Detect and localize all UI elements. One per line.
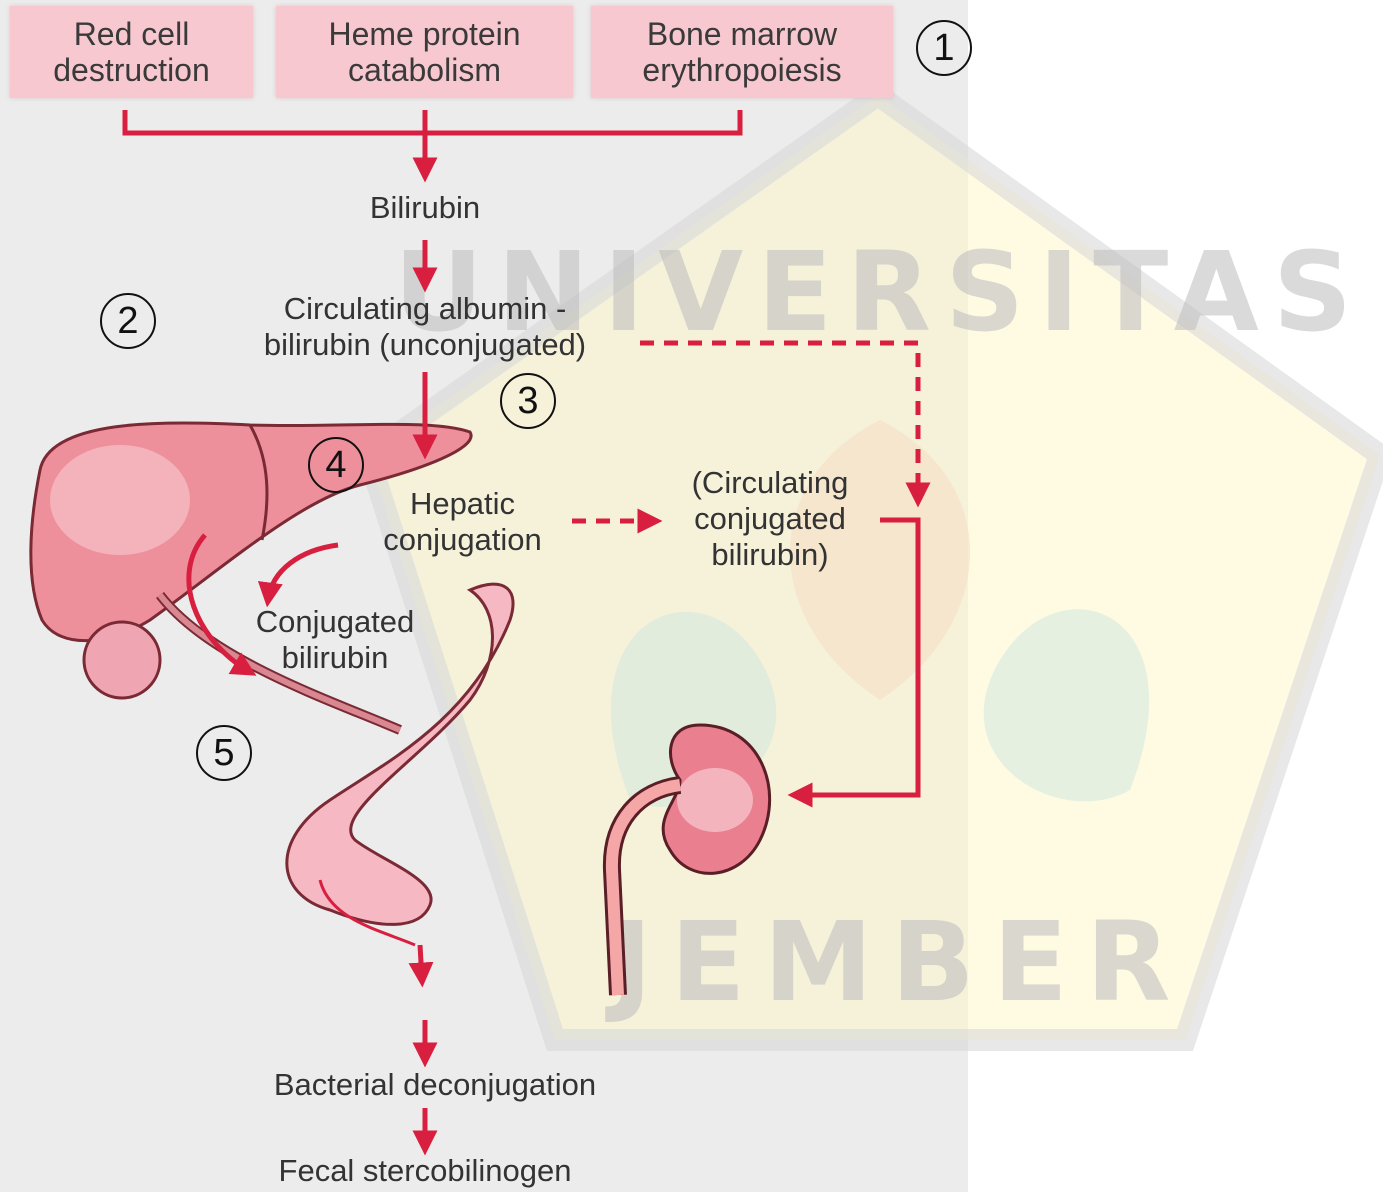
gallbladder-illustration — [84, 622, 160, 698]
step-marker-3: 3 — [500, 373, 556, 429]
step-marker-5: 5 — [196, 725, 252, 781]
arrow-hepatic-to-conjugated — [268, 545, 338, 600]
arrow-intestine-out — [420, 945, 422, 980]
source-red-cell-destruction: Red cell destruction — [10, 6, 253, 98]
step-marker-2: 2 — [100, 293, 156, 349]
node-conjugated-bilirubin: Conjugated bilirubin — [215, 604, 455, 676]
step-marker-4: 4 — [308, 437, 364, 493]
node-hepatic-conjugation: Hepatic conjugation — [340, 486, 585, 558]
node-circulating-conjugated-bilirubin: (Circulating conjugated bilirubin) — [655, 465, 885, 573]
source-bone-marrow-erythropoiesis: Bone marrow erythropoiesis — [591, 6, 893, 98]
kidney-illustration — [612, 725, 770, 995]
source-bracket — [125, 110, 740, 175]
node-albumin-bilirubin: Circulating albumin - bilirubin (unconju… — [195, 291, 655, 363]
step-marker-1: 1 — [916, 20, 972, 76]
node-bilirubin: Bilirubin — [325, 190, 525, 226]
node-fecal-stercobilinogen: Fecal stercobilinogen — [205, 1153, 645, 1189]
node-bacterial-deconjugation: Bacterial deconjugation — [195, 1067, 675, 1103]
source-heme-protein-catabolism: Heme protein catabolism — [276, 6, 573, 98]
